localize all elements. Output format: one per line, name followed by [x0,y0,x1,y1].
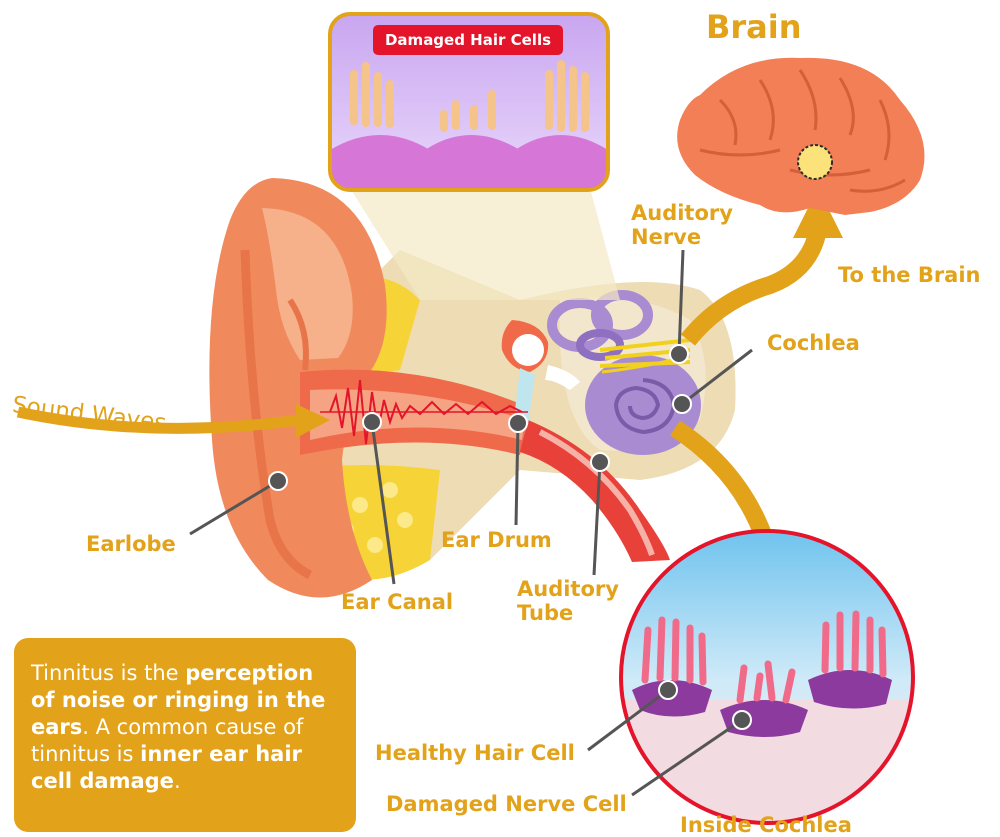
damaged-nerve-cell-label: Damaged Nerve Cell [386,792,627,816]
ear-drum-label: Ear Drum [441,528,552,552]
info-text-3: . [173,769,181,793]
cochlea-label: Cochlea [767,331,860,355]
auditory-tube [520,420,670,562]
info-text-1: Tinnitus is the [31,661,186,685]
inside-cochlea-label: Inside Cochlea [680,813,852,837]
tinnitus-info-box: Tinnitus is the perception of noise or r… [14,638,356,832]
info-bold-1: perception of noise or ringing in the ea… [31,661,326,739]
zoom-beam [350,188,620,300]
auditory-tube-label: Auditory Tube [517,577,619,625]
sound-waves-arrow [16,404,330,438]
to-the-brain-label: To the Brain [838,263,981,287]
damaged-hair-cells-badge: Damaged Hair Cells [373,25,563,55]
marker-dots [268,344,752,730]
auditory-nerve-label: Auditory Nerve [631,201,733,249]
inside-cochlea-circle [619,529,915,825]
earlobe-label: Earlobe [86,532,176,556]
to-brain-arrow [680,188,843,346]
info-bold-2: inner ear hair cell damage [31,742,302,793]
outer-ear [209,178,387,598]
leader-lines [189,249,753,797]
ear-canal-label: Ear Canal [341,590,454,614]
brain-illustration [677,57,925,215]
healthy-hair-cell-label: Healthy Hair Cell [375,741,575,765]
inner-ear [547,290,701,455]
brain-title: Brain [706,8,802,46]
info-text-2: . A common cause of tinnitus is [31,715,304,766]
sound-wave-signal [320,379,528,445]
